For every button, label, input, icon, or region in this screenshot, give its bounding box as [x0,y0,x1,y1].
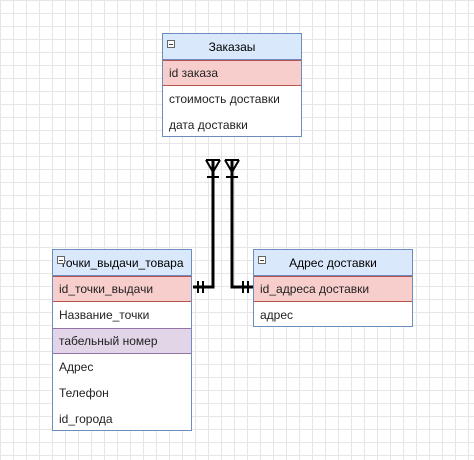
one-mandatory-icon [197,281,204,293]
entity-orders-header[interactable]: Заказаы [163,34,301,60]
entity-delivery-address-header[interactable]: Адрес доставки [254,250,412,276]
entity-delivery-address[interactable]: Адрес доставки id_адреса доставки адрес [253,249,413,327]
entity-pickup-points-header[interactable]: точки_выдачи_товара [53,250,191,276]
field-delivery-date[interactable]: дата доставки [169,118,248,132]
entity-orders-title: Заказаы [208,39,256,54]
collapse-icon[interactable] [167,40,175,48]
entity-pickup-points[interactable]: точки_выдачи_товара id_точки_выдачи Назв… [52,249,192,431]
crows-foot-icon [205,159,221,178]
field-address[interactable]: Адрес [59,360,94,374]
crows-foot-icon [224,159,240,178]
connector-orders-pickup-points [193,160,215,289]
collapse-icon[interactable] [258,256,266,264]
field-delivery-cost[interactable]: стоимость доставки [169,92,280,106]
entity-pickup-points-title: точки_выдачи_товара [60,255,184,270]
field-phone[interactable]: Телефон [59,386,109,400]
entity-orders[interactable]: Заказаы id заказа стоимость доставки дат… [162,33,302,137]
one-mandatory-icon [242,281,249,293]
connector-orders-delivery-address [230,160,253,289]
field-address-text[interactable]: адрес [260,308,294,322]
field-pickup-point-id[interactable]: id_точки_выдачи [53,276,191,302]
field-city-id[interactable]: id_города [59,412,113,426]
entity-delivery-address-title: Адрес доставки [289,255,377,270]
field-delivery-address-id[interactable]: id_адреса доставки [254,276,412,302]
field-employee-number[interactable]: табельный номер [53,328,191,354]
field-order-id[interactable]: id заказа [163,60,301,86]
field-point-name[interactable]: Название_точки [59,308,150,322]
collapse-icon[interactable] [57,256,65,264]
